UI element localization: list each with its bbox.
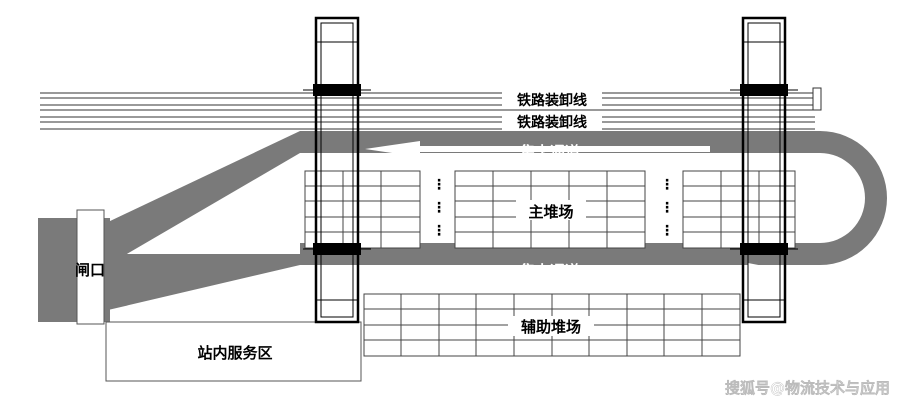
gate-label: 闸口 xyxy=(75,261,105,279)
rail-line-label-2: 铁路装卸线 xyxy=(517,114,587,131)
rail-line-label-1: 铁路装卸线 xyxy=(517,92,587,109)
main-yard-gridlines xyxy=(305,171,795,248)
main-yard-label-bg xyxy=(516,200,586,220)
gate-booth xyxy=(76,209,105,325)
truck-lane-bottom-arrow xyxy=(372,263,790,279)
rail-label-bg-2 xyxy=(502,112,602,130)
main-yard-label: 主堆场 xyxy=(528,203,573,221)
rail-tracks xyxy=(40,87,822,130)
truck-lane-top-arrow xyxy=(365,141,710,157)
ellipsis-mark: ⋮ xyxy=(660,223,674,239)
aux-yard-label: 辅助堆场 xyxy=(521,318,581,336)
ellipsis-mark: ⋮ xyxy=(432,223,446,239)
main-yard-grid xyxy=(304,170,796,249)
ellipsis-mark: ⋮ xyxy=(432,177,446,193)
gantry-crane-left xyxy=(303,16,371,324)
service-area-label: 站内服务区 xyxy=(197,344,272,362)
service-area-box xyxy=(105,321,362,382)
gantry-crane-right xyxy=(730,16,798,324)
watermark-text: 搜狐号@物流技术与应用 xyxy=(725,379,890,397)
aux-yard-label-bg xyxy=(508,316,594,336)
truck-lane-top-label: 集卡通道 xyxy=(519,143,580,161)
truck-lane-bottom-label: 集卡通道 xyxy=(519,262,580,280)
ellipsis-mark: ⋮ xyxy=(432,200,446,216)
rail-label-bg-1 xyxy=(502,90,602,108)
diagonal-connector-road xyxy=(108,131,300,265)
lower-connector-road xyxy=(108,254,300,310)
ellipsis-mark: ⋮ xyxy=(660,200,674,216)
ellipsis-mark: ⋮ xyxy=(660,177,674,193)
main-yard-ellipsis: ⋮ ⋮ ⋮ ⋮ ⋮ ⋮ xyxy=(432,177,674,239)
